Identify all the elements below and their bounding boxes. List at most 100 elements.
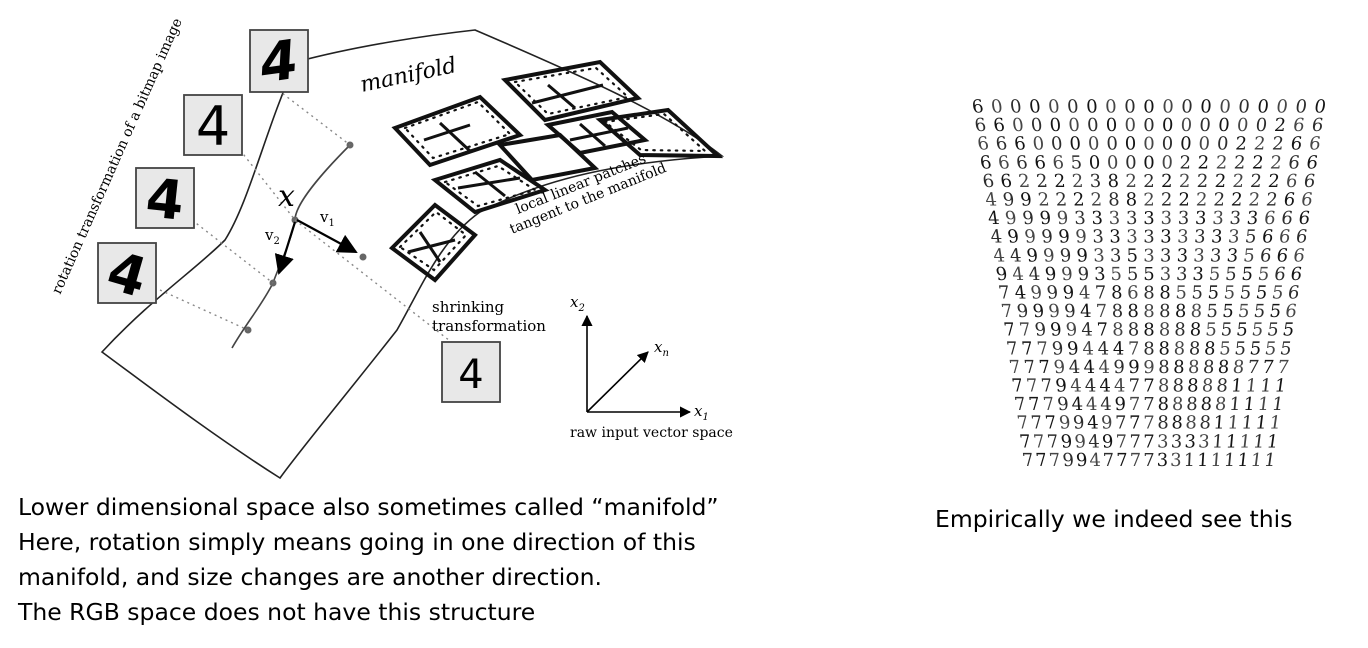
digit-grid-cell: 5 bbox=[1266, 320, 1280, 341]
digit-grid-cell: 3 bbox=[1157, 431, 1169, 452]
digit-grid-cell: 9 bbox=[1046, 283, 1059, 304]
digit-grid-cell: 9 bbox=[1058, 413, 1071, 434]
digit-grid-cell: 8 bbox=[1174, 320, 1186, 341]
digit-grid-cell: 9 bbox=[1074, 431, 1087, 452]
digit-grid-cell: 7 bbox=[1008, 357, 1022, 378]
digit-grid-cell: 3 bbox=[1229, 208, 1242, 229]
digit-grid-cell: 4 bbox=[1100, 394, 1112, 415]
digit-grid-cell: 5 bbox=[1205, 320, 1218, 341]
digit-grid-cell: 0 bbox=[1009, 98, 1023, 117]
digit-grid-cell: 0 bbox=[1125, 152, 1137, 173]
digit-grid-cell: 0 bbox=[1105, 115, 1117, 136]
digit-grid-cell: 3 bbox=[1094, 264, 1106, 285]
digit-grid-cell: 0 bbox=[1028, 98, 1041, 117]
digit-grid-cell: 2 bbox=[1143, 190, 1154, 211]
digit-grid-cell: 2 bbox=[1161, 190, 1173, 211]
digit-grid-cell: 2 bbox=[1248, 190, 1261, 211]
digit-grid-cell: 7 bbox=[1143, 394, 1154, 415]
axis-x2-label: x2 bbox=[570, 293, 585, 314]
digit-grid-cell: 7 bbox=[1030, 413, 1044, 434]
digit-grid-cell: 2 bbox=[1271, 134, 1285, 155]
digit-grid-cell: 7 bbox=[1000, 301, 1014, 322]
digit-grid-cell: 2 bbox=[1213, 190, 1226, 211]
digit-grid-cell: 8 bbox=[1158, 376, 1170, 397]
digit-grid-cell: 5 bbox=[1221, 301, 1234, 322]
digit-grid-cell: 2 bbox=[1232, 171, 1245, 192]
digit-grid-cell: 9 bbox=[1102, 431, 1114, 452]
digit-grid-cell: 9 bbox=[1034, 320, 1048, 341]
digit-grid-cell: 2 bbox=[1265, 190, 1279, 211]
digit-grid-cell: 4 bbox=[1086, 413, 1099, 434]
digit-grid-cell: 3 bbox=[1108, 208, 1120, 229]
digit-grid-cell: 5 bbox=[1268, 301, 1282, 322]
patch-2 bbox=[500, 59, 643, 123]
digit-grid-cell: 0 bbox=[1219, 98, 1232, 118]
svg-text:4: 4 bbox=[143, 166, 187, 233]
digit-grid-cell: 5 bbox=[1237, 301, 1250, 322]
digit-grid-cell: 8 bbox=[1173, 357, 1185, 378]
digit-grid-cell: 1 bbox=[1238, 431, 1252, 452]
digit-grid-cell: 9 bbox=[1143, 357, 1154, 378]
digit-grid-cell: 3 bbox=[1184, 431, 1196, 452]
digit-grid-cell: 1 bbox=[1268, 413, 1282, 434]
digit-grid-cell: 5 bbox=[1110, 264, 1122, 285]
digit-grid-cell: 7 bbox=[1102, 450, 1114, 470]
digit-grid-cell: 2 bbox=[1125, 171, 1137, 192]
digit-grid-cell: 0 bbox=[1124, 115, 1136, 136]
digit-grid-cell: 9 bbox=[1077, 264, 1090, 285]
digit-grid-cell: 6 bbox=[1282, 190, 1296, 211]
digit-grid-cell: 0 bbox=[1068, 115, 1081, 136]
digit-grid-cell: 6 bbox=[995, 134, 1009, 155]
digit-grid-cell: 7 bbox=[997, 283, 1011, 304]
digit-grid-cell: 6 bbox=[1289, 134, 1303, 155]
digit-grid-cell: 5 bbox=[1241, 264, 1254, 285]
digit-grid-cell: 2 bbox=[1197, 152, 1209, 173]
digit-grid-cell: 5 bbox=[1244, 227, 1257, 248]
digit-grid-cell: 8 bbox=[1157, 394, 1169, 415]
digit-grid-cell: 9 bbox=[1055, 376, 1068, 397]
digit-grid-cell: 2 bbox=[1017, 171, 1031, 192]
digit-grid-cell: 2 bbox=[1179, 171, 1191, 192]
caption-line-4: The RGB space does not have this structu… bbox=[18, 598, 536, 626]
digit-grid-cell: 1 bbox=[1228, 394, 1241, 415]
digit-grid-cell: 5 bbox=[1070, 152, 1083, 173]
digit-grid-cell: 4 bbox=[992, 245, 1006, 266]
digit-grid-cell: 8 bbox=[1186, 394, 1198, 415]
digit-grid-cell: 4 bbox=[1013, 283, 1027, 304]
digit-grid-cell: 9 bbox=[1062, 283, 1075, 304]
digit-grid-cell: 3 bbox=[1160, 245, 1172, 266]
digit-grid-cell: 8 bbox=[1175, 301, 1187, 322]
digit-grid-cell: 0 bbox=[1180, 115, 1192, 136]
digit-grid-cell: 1 bbox=[1226, 413, 1239, 434]
raw-input-axes: x2 xn x1 raw input vector space bbox=[570, 293, 733, 441]
digit-grid-cell: 7 bbox=[1002, 320, 1016, 341]
digit-grid-cell: 9 bbox=[1114, 394, 1126, 415]
digit-grid-cell: 3 bbox=[1170, 450, 1182, 470]
digit-grid-cell: 4 bbox=[1081, 320, 1094, 341]
axis-x1-label: x1 bbox=[694, 402, 709, 423]
digit-grid-cell: 0 bbox=[1067, 98, 1080, 118]
digit-grid-cell: 9 bbox=[1058, 227, 1071, 248]
digit-grid-cell: 2 bbox=[1215, 152, 1228, 173]
digit-grid-cell: 2 bbox=[1053, 171, 1066, 192]
digit-grid-cell: 1 bbox=[1242, 394, 1256, 415]
digit-grid-cell: 9 bbox=[1061, 264, 1074, 285]
digit-grid-cell: 5 bbox=[1281, 320, 1295, 341]
digit-grid-cell: 4 bbox=[1068, 357, 1081, 378]
digit-grid-cell: 1 bbox=[1225, 431, 1238, 452]
digit-grid-cell: 0 bbox=[1256, 98, 1269, 117]
digit-grid-cell: 4 bbox=[1069, 376, 1082, 397]
digit-grid-cell: 0 bbox=[1238, 98, 1251, 118]
projection-lines bbox=[159, 89, 469, 356]
v2-label: v2 bbox=[264, 226, 280, 247]
digit-grid-cell: 8 bbox=[1158, 338, 1170, 359]
point-x-label: x bbox=[278, 179, 295, 214]
axis-xn-label: xn bbox=[654, 338, 669, 359]
vector-v2-arrow bbox=[274, 221, 297, 275]
digit-grid-cell: 4 bbox=[1009, 245, 1023, 266]
digit-grid-cell: 9 bbox=[1060, 431, 1073, 452]
digit-grid-cell: 1 bbox=[1236, 450, 1250, 470]
digit-grid-cell: 0 bbox=[1087, 134, 1099, 155]
digit-grid-cell: 2 bbox=[1214, 171, 1227, 192]
